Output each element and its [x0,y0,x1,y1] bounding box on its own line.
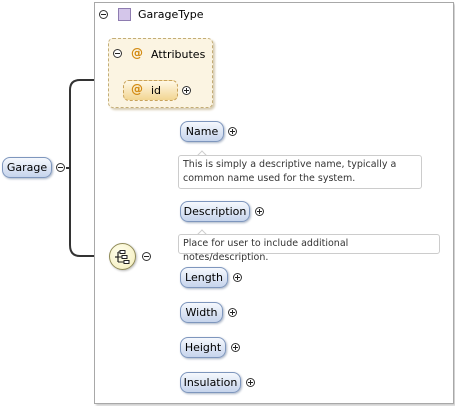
element-insulation-expand-icon[interactable] [246,378,255,387]
sequence-compositor[interactable] [109,243,136,270]
doc-name: This is simply a descriptive name, typic… [178,155,422,189]
element-width-expand-icon[interactable] [228,308,237,317]
at-sign-icon: @ [131,46,143,60]
element-description[interactable]: Description [180,201,250,222]
doc-description: Place for user to include additional not… [178,234,440,263]
element-name-expand-icon[interactable] [228,127,237,136]
root-collapse-icon[interactable] [56,163,65,172]
type-collapse-icon[interactable] [99,10,108,19]
attribute-id-expand-icon[interactable] [182,86,191,95]
element-insulation[interactable]: Insulation [180,372,241,393]
element-height-expand-icon[interactable] [231,343,240,352]
complex-type-name: GarageType [138,8,204,21]
attributes-label: Attributes [151,48,206,61]
complex-type-icon [118,8,131,21]
element-length-expand-icon[interactable] [233,273,242,282]
root-to-type-connector [66,79,109,257]
element-name[interactable]: Name [180,121,224,142]
root-element-garage[interactable]: Garage [2,157,52,178]
element-description-expand-icon[interactable] [255,207,264,216]
element-width[interactable]: Width [180,302,223,323]
attribute-at-icon: @ [131,82,143,96]
attributes-collapse-icon[interactable] [113,49,122,58]
attribute-id[interactable] [123,80,178,101]
sequence-collapse-icon[interactable] [142,252,151,261]
attributes-box [108,38,213,108]
sequence-compositor-icon [115,250,130,264]
element-length[interactable]: Length [180,267,228,288]
attribute-id-label: id [151,84,162,97]
element-height[interactable]: Height [180,337,226,358]
